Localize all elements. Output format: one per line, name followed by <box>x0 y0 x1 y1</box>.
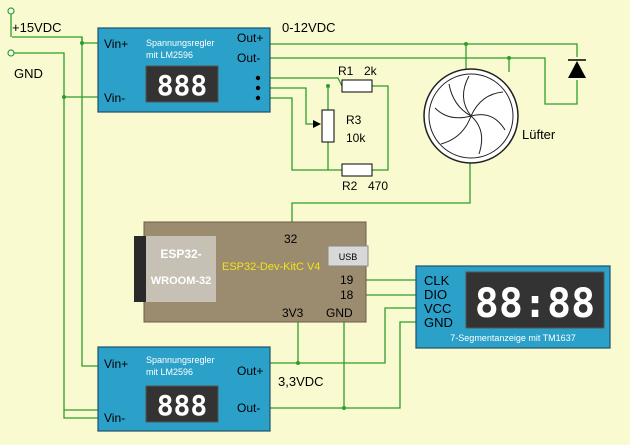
fan-label: Lüfter <box>522 127 556 142</box>
wire-fan-pin32 <box>291 162 471 222</box>
esp32-module-name2: WROOM-32 <box>151 275 212 287</box>
disp-digits: 88:88 <box>475 281 595 327</box>
reg-bottom-title1: Spannungsregler <box>146 355 215 365</box>
wire-gnd-disp <box>270 321 418 409</box>
disp-clk: CLK <box>424 273 450 288</box>
wire-15v-down <box>81 37 98 367</box>
wire-fb-r2 <box>258 97 342 171</box>
label-gnd: GND <box>14 66 43 81</box>
r2-name: R2 <box>342 179 358 193</box>
resistor-r1 <box>341 79 373 93</box>
pin-32: 32 <box>284 232 298 246</box>
esp32-module <box>146 236 216 302</box>
junctions <box>62 41 511 410</box>
pin-18: 18 <box>340 288 354 302</box>
reg-bottom-vin-minus: Vin- <box>104 411 125 425</box>
reg-bottom-out-plus: Out+ <box>237 364 263 378</box>
reg-bottom-title2: mit LM2596 <box>146 367 193 377</box>
reg-bottom-display <box>145 385 219 423</box>
r3-name: R3 <box>346 113 362 127</box>
wire-gnd-down <box>63 97 98 419</box>
potentiometer-r3 <box>313 109 335 143</box>
wire-r1-r2-right <box>372 85 389 171</box>
fan <box>423 68 519 164</box>
reg-top-display-digits: 888 <box>157 69 208 102</box>
reg-top-display <box>145 65 219 103</box>
reg-bottom-out-minus: Out- <box>237 401 260 415</box>
reg-top-out-plus: Out+ <box>237 31 263 45</box>
regulator-top: Vin+ Vin- Spannungsregler mit LM2596 888… <box>97 27 271 113</box>
wiring <box>12 36 578 419</box>
disp-dio: DIO <box>424 287 447 302</box>
disp-vcc: VCC <box>424 301 451 316</box>
esp32-board-name: ESP32-Dev-KitC V4 <box>222 261 320 273</box>
esp32-module-name1: ESP32- <box>160 247 201 261</box>
reg-top-vin-plus: Vin+ <box>104 37 128 51</box>
usb-label: USB <box>339 252 358 262</box>
wire-vcc <box>270 307 418 364</box>
wire-out-plus <box>270 43 578 57</box>
wire-out-minus <box>270 57 578 105</box>
reg-top-out-minus: Out- <box>237 51 260 65</box>
r2-value: 470 <box>368 179 388 193</box>
esp32-board: ESP32- WROOM-32 ESP32-Dev-KitC V4 USB 32… <box>134 221 369 323</box>
wire-fb-r1 <box>258 77 343 87</box>
label-0-12vdc: 0-12VDC <box>282 20 335 35</box>
disp-screen <box>465 271 605 329</box>
pin-19: 19 <box>340 273 354 287</box>
pin-3v3: 3V3 <box>282 306 304 320</box>
reg-top-title1: Spannungsregler <box>146 38 215 48</box>
terminal-gnd <box>7 49 15 57</box>
pin-gnd: GND <box>326 306 353 320</box>
wire-15v-top <box>12 36 98 44</box>
resistor-r2 <box>341 163 373 177</box>
disp-gnd: GND <box>424 315 453 330</box>
label-3-3vdc: 3,3VDC <box>278 374 324 389</box>
r3-value: 10k <box>346 131 366 145</box>
label-15v: +15VDC <box>12 20 62 35</box>
diode <box>568 59 586 78</box>
r1-name: R1 <box>338 64 354 78</box>
disp-caption: 7-Segmentanzeige mit TM1637 <box>450 333 575 343</box>
seven-segment-display: CLK DIO VCC GND 88:88 7-Segmentanzeige m… <box>415 265 611 349</box>
reg-top-vin-minus: Vin- <box>104 91 125 105</box>
wire-gnd-top <box>12 52 98 98</box>
terminal-15v <box>7 7 15 15</box>
r1-value: 2k <box>364 64 378 78</box>
usb-port <box>327 245 369 267</box>
reg-bottom-vin-plus: Vin+ <box>104 357 128 371</box>
regulator-bottom: Vin+ Vin- Spannungsregler mit LM2596 888… <box>97 346 271 432</box>
wire-fb-r3 <box>258 87 318 125</box>
reg-bottom-display-digits: 888 <box>157 389 208 422</box>
reg-top-title2: mit LM2596 <box>146 50 193 60</box>
